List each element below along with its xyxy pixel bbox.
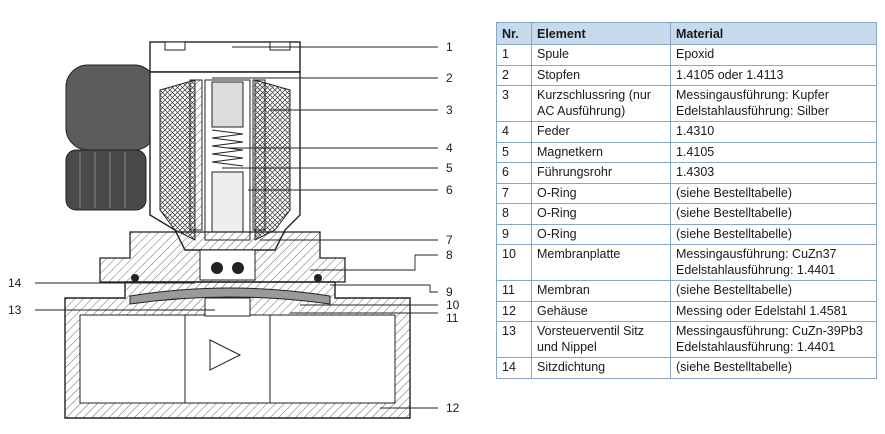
row-element: Membranplatte xyxy=(531,244,671,281)
row-nr: 7 xyxy=(496,182,532,204)
row-material: Messing oder Edelstahl 1.4581 xyxy=(670,300,877,322)
callout-3: 3 xyxy=(446,103,453,117)
row-nr: 3 xyxy=(496,85,532,122)
callout-leaders xyxy=(35,46,438,409)
row-nr: 14 xyxy=(496,357,532,379)
row-nr: 10 xyxy=(496,244,532,281)
row-nr: 11 xyxy=(496,280,532,302)
row-material: Messingausführung: CuZn37 Edelstahlausfü… xyxy=(670,244,877,281)
callout-8: 8 xyxy=(446,248,453,262)
row-material: 1.4310 xyxy=(670,121,877,143)
row-nr: 4 xyxy=(496,121,532,143)
callout-5: 5 xyxy=(446,161,453,175)
row-element: Führungsrohr xyxy=(531,162,671,184)
callout-4: 4 xyxy=(446,141,453,155)
row-nr: 9 xyxy=(496,223,532,245)
row-element: O-Ring xyxy=(531,203,671,225)
row-material: 1.4303 xyxy=(670,162,877,184)
row-element: Membran xyxy=(531,280,671,302)
solenoid-valve-cross-section: 1 2 3 4 5 6 7 8 9 10 11 12 13 14 xyxy=(8,40,460,419)
row-nr: 8 xyxy=(496,203,532,225)
row-element: Spule xyxy=(531,44,671,66)
callout-14: 14 xyxy=(8,276,22,290)
row-nr: 1 xyxy=(496,44,532,66)
callout-9: 9 xyxy=(446,285,453,299)
core-assembly xyxy=(189,79,266,241)
row-material: (siehe Bestelltabelle) xyxy=(670,203,877,225)
row-nr: 5 xyxy=(496,141,532,163)
callout-12: 12 xyxy=(446,401,460,415)
row-material: (siehe Bestelltabelle) xyxy=(670,357,877,379)
row-material: (siehe Bestelltabelle) xyxy=(670,223,877,245)
table-header-row: Nr. Element Material xyxy=(496,22,877,45)
bonnet xyxy=(99,231,346,283)
row-element: O-Ring xyxy=(531,182,671,204)
callout-numbers: 1 2 3 4 5 6 7 8 9 10 11 12 13 14 xyxy=(8,40,460,415)
valve-body xyxy=(64,274,411,419)
callout-13: 13 xyxy=(8,303,22,317)
row-material: (siehe Bestelltabelle) xyxy=(670,280,877,302)
row-nr: 2 xyxy=(496,64,532,86)
row-element: Magnetkern xyxy=(531,141,671,163)
header-element: Element xyxy=(531,22,671,45)
callout-10: 10 xyxy=(446,298,460,312)
row-nr: 12 xyxy=(496,300,532,322)
header-nr: Nr. xyxy=(496,22,532,45)
row-element: Vorsteuerventil Sitz und Nippel xyxy=(531,321,671,358)
header-material: Material xyxy=(670,22,877,45)
callout-1: 1 xyxy=(446,40,453,54)
row-material: 1.4105 oder 1.4113 xyxy=(670,64,877,86)
row-element: Stopfen xyxy=(531,64,671,86)
callout-2: 2 xyxy=(446,71,453,85)
row-element: Kurzschlussring (nur AC Ausführung) xyxy=(531,85,671,122)
row-element: Sitzdichtung xyxy=(531,357,671,379)
row-element: O-Ring xyxy=(531,223,671,245)
plug-connector xyxy=(65,64,157,211)
row-nr: 13 xyxy=(496,321,532,358)
callout-7: 7 xyxy=(446,233,453,247)
row-material: 1.4105 xyxy=(670,141,877,163)
callout-11: 11 xyxy=(446,311,459,325)
row-material: Messingausführung: Kupfer Edelstahlausfü… xyxy=(670,85,877,122)
row-material: Messingausführung: CuZn-39Pb3 Edelstahla… xyxy=(670,321,877,358)
row-nr: 6 xyxy=(496,162,532,184)
row-material: Epoxid xyxy=(670,44,877,66)
row-material: (siehe Bestelltabelle) xyxy=(670,182,877,204)
callout-6: 6 xyxy=(446,183,453,197)
row-element: Gehäuse xyxy=(531,300,671,322)
row-element: Feder xyxy=(531,121,671,143)
